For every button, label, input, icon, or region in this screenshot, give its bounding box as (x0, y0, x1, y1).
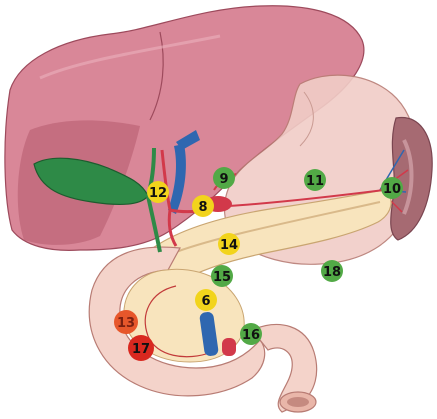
marker-label: 12 (149, 186, 167, 201)
lymph-node-marker-17: 17 (128, 335, 154, 361)
lymph-node-marker-12: 12 (147, 181, 169, 203)
superior-mesenteric-artery (222, 338, 236, 356)
marker-label: 10 (383, 182, 401, 197)
marker-label: 8 (198, 200, 207, 215)
lymph-node-marker-8: 8 (192, 195, 214, 217)
marker-label: 16 (242, 328, 260, 343)
marker-label: 17 (132, 342, 150, 357)
marker-label: 13 (117, 316, 135, 331)
lymph-node-marker-10: 10 (381, 177, 403, 199)
lymph-node-marker-16: 16 (240, 323, 262, 345)
marker-label: 14 (220, 238, 238, 253)
marker-label: 15 (213, 270, 231, 285)
lymph-node-marker-9: 9 (213, 167, 235, 189)
marker-label: 11 (306, 174, 324, 189)
marker-label: 18 (323, 265, 341, 280)
lymph-node-marker-18: 18 (321, 260, 343, 282)
lymph-node-marker-14: 14 (218, 233, 240, 255)
jejunum-lumen (287, 397, 309, 407)
lymph-node-marker-13: 13 (114, 310, 138, 334)
marker-label: 6 (201, 294, 210, 309)
lymph-node-marker-11: 11 (304, 169, 326, 191)
lymph-node-marker-15: 15 (211, 265, 233, 287)
lymph-node-marker-6: 6 (195, 289, 217, 311)
marker-label: 9 (219, 172, 228, 187)
